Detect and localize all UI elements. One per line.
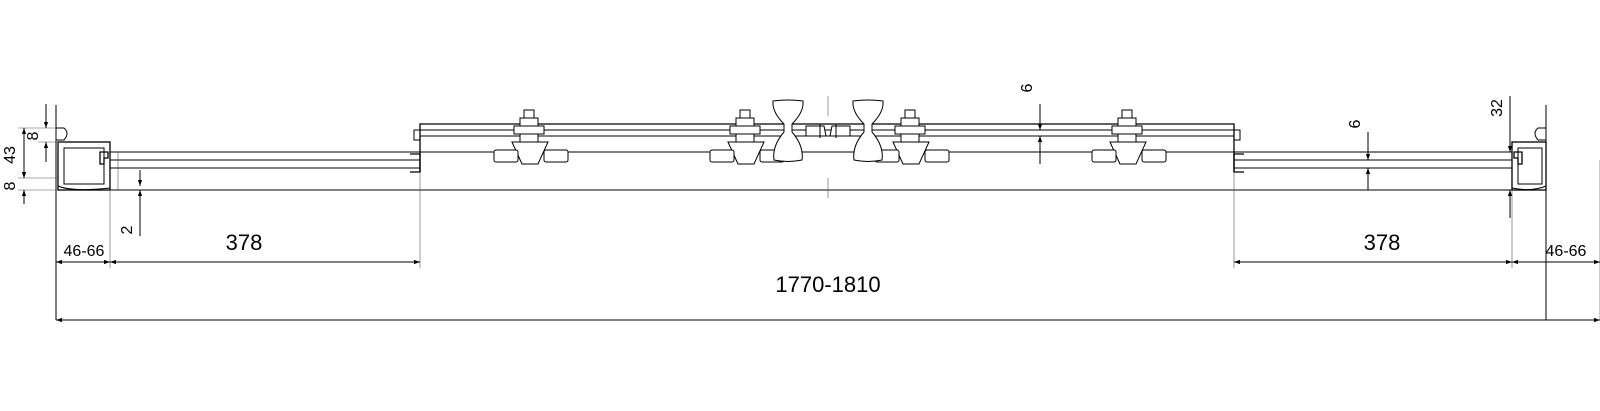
right-wall-profile bbox=[1511, 105, 1547, 320]
dimension-left-panel-label: 378 bbox=[226, 230, 263, 255]
dimension-right-height: 32 bbox=[1489, 96, 1513, 218]
left-fixed-panel bbox=[110, 151, 1512, 191]
dimension-overall: 1770-1810 bbox=[56, 272, 1600, 323]
dimension-left-wall-adjust-label: 46-66 bbox=[64, 243, 105, 260]
right-fixed-panel bbox=[1233, 151, 1512, 173]
left-wall-profile bbox=[55, 105, 111, 320]
dimension-center-gap-label: 6 bbox=[1019, 83, 1036, 92]
dimension-right-gap: 6 bbox=[1347, 119, 1371, 190]
dimension-left-bottom-offset: 8 bbox=[2, 168, 27, 204]
door-roller-3 bbox=[874, 109, 950, 165]
door-handle-left bbox=[772, 99, 804, 162]
dimension-left-panel: 378 bbox=[110, 230, 420, 265]
dimension-left-top-offset: 8 bbox=[25, 104, 49, 162]
dimension-left-height-label: 43 bbox=[2, 146, 19, 164]
dimension-right-panel: 378 bbox=[1234, 230, 1512, 265]
door-handle-right bbox=[852, 99, 884, 162]
dimension-left-top-offset-label: 8 bbox=[25, 131, 42, 140]
dimension-left-height: 43 bbox=[2, 128, 27, 178]
magnetic-seal bbox=[805, 124, 851, 138]
dimension-left-wall-adjust: 46-66 bbox=[56, 243, 110, 265]
dimension-right-panel-label: 378 bbox=[1364, 230, 1401, 255]
door-roller-4 bbox=[1091, 109, 1167, 165]
dimension-profile-gap-label: 2 bbox=[119, 225, 136, 234]
dimension-right-height-label: 32 bbox=[1489, 99, 1506, 117]
sliding-door-panel bbox=[413, 96, 1241, 198]
dimension-center-gap: 6 bbox=[1019, 83, 1043, 164]
dimension-left-bottom-offset-label: 8 bbox=[2, 181, 19, 190]
dimension-profile-gap: 2 bbox=[119, 170, 143, 236]
door-roller-2 bbox=[709, 109, 785, 165]
dimension-right-wall-adjust: 46-66 bbox=[1512, 243, 1600, 265]
dimension-right-wall-adjust-label: 46-66 bbox=[1546, 243, 1587, 260]
dimension-right-gap-label: 6 bbox=[1347, 119, 1364, 128]
door-roller-1 bbox=[493, 109, 569, 165]
dimension-overall-label: 1770-1810 bbox=[775, 272, 880, 297]
